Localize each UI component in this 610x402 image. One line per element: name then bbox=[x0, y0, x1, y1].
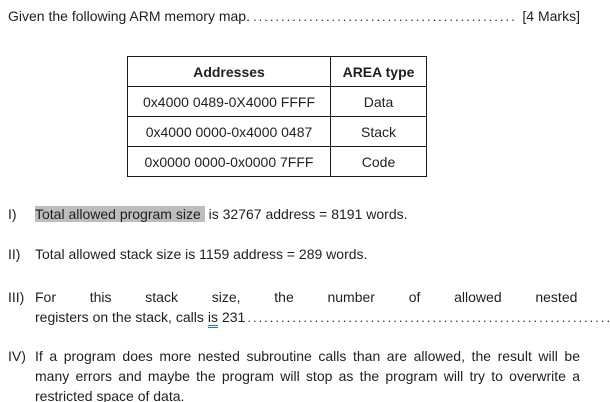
list-item-2: II) Total allowed stack size is 1159 add… bbox=[8, 244, 580, 264]
address-cell: 0x0000 0000-0x0000 7FFF bbox=[127, 146, 331, 177]
item-leader-dots: ........................................… bbox=[247, 310, 610, 325]
item-text: If a program does more nested subroutine… bbox=[35, 348, 580, 402]
item-line-2: registers on the stack, calls is 231 ...… bbox=[35, 307, 610, 328]
addresses-header: Addresses bbox=[127, 56, 331, 87]
memory-map-table-wrapper: Addresses AREA type 0x4000 0489-0X4000 F… bbox=[127, 56, 580, 177]
item-numeral: I) bbox=[8, 206, 17, 222]
highlighted-text: Total allowed program size bbox=[35, 206, 205, 222]
area-cell: Data bbox=[330, 86, 427, 117]
item-numeral: IV) bbox=[8, 348, 26, 364]
table-row: 0x0000 0000-0x0000 7FFF Code bbox=[127, 146, 427, 177]
item-line-1: For this stack size, the number of allow… bbox=[35, 289, 610, 305]
address-cell: 0x4000 0000-0x4000 0487 bbox=[127, 116, 331, 147]
table-row: 0x4000 0489-0X4000 FFFF Data bbox=[127, 86, 427, 117]
question-title-text: Given the following ARM memory map. bbox=[8, 8, 250, 24]
item-text-rest: is 32767 address = 8191 words. bbox=[204, 206, 408, 222]
item-numeral: III) bbox=[8, 289, 25, 305]
memory-map-table: Addresses AREA type 0x4000 0489-0X4000 F… bbox=[127, 56, 427, 177]
list-item-1: I) Total allowed program size is 32767 a… bbox=[8, 204, 580, 224]
item-text: Total allowed program size is 32767 addr… bbox=[35, 204, 580, 224]
item-line-2-suffix: 231 bbox=[221, 309, 246, 325]
title-leader-dots: ........................................… bbox=[252, 9, 517, 24]
item-line-2-prefix: registers on the stack, calls bbox=[35, 309, 204, 325]
item-numeral: II) bbox=[8, 246, 21, 262]
table-header-row: Addresses AREA type bbox=[127, 56, 427, 87]
area-cell: Code bbox=[330, 146, 427, 177]
list-item-3: III) For this stack size, the number of … bbox=[8, 287, 610, 328]
list-item-4: IV) If a program does more nested subrou… bbox=[8, 346, 580, 402]
answer-list: I) Total allowed program size is 32767 a… bbox=[8, 204, 610, 402]
item-text: Total allowed stack size is 1159 address… bbox=[35, 246, 368, 262]
area-cell: Stack bbox=[330, 116, 427, 147]
grammar-underlined-word: is bbox=[207, 309, 218, 328]
item-text: For this stack size, the number of allow… bbox=[35, 287, 610, 328]
area-type-header: AREA type bbox=[330, 56, 427, 87]
marks-label: [4 Marks] bbox=[522, 8, 580, 24]
address-cell: 0x4000 0489-0X4000 FFFF bbox=[127, 86, 331, 117]
question-title: Given the following ARM memory map. ....… bbox=[8, 7, 580, 26]
table-row: 0x4000 0000-0x4000 0487 Stack bbox=[127, 116, 427, 147]
